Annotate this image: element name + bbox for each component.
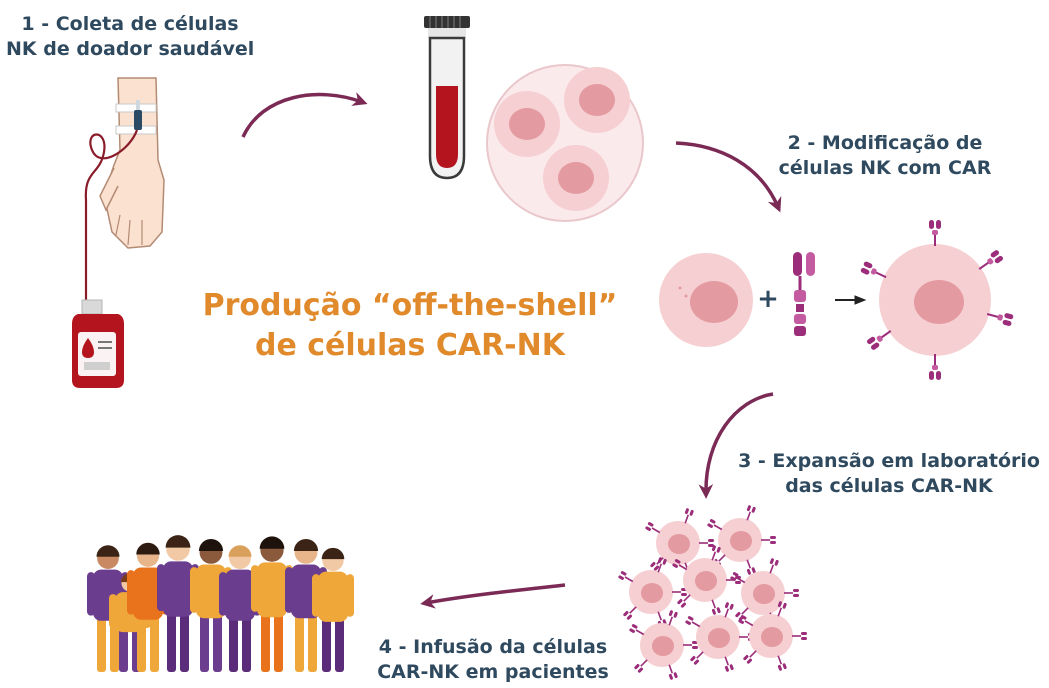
blood-draw-arm-icon (84, 77, 165, 310)
small-car-nk-cell-icon (671, 544, 742, 616)
small-car-nk-cell-icon (729, 557, 800, 629)
car-nk-cell-icon (858, 219, 1015, 381)
flow-arrow-3 (698, 392, 774, 499)
car-receptor-icon (793, 252, 815, 336)
small-car-nk-cell-icon (628, 609, 699, 681)
flow-arrow-1 (241, 92, 368, 138)
blood-bag-icon (72, 299, 124, 388)
nk-cell-icon (659, 253, 753, 347)
cell-culture-dish-icon (486, 64, 644, 222)
plus-symbol: + (757, 284, 779, 314)
flow-arrow-2 (675, 141, 782, 213)
blood-tube-icon (424, 16, 470, 180)
small-car-nk-cell-icon (684, 601, 755, 673)
small-car-nk-cell-icon (617, 556, 688, 628)
patients-group-icon (87, 535, 354, 672)
patient-figure-icon (190, 538, 232, 672)
patient-figure-icon (251, 536, 293, 672)
flow-arrow-4 (420, 583, 566, 609)
patient-figure-icon (312, 547, 354, 672)
small-car-nk-cell-icon (737, 600, 808, 672)
patient-figure-icon (157, 535, 199, 672)
small-car-nk-cell-icon (644, 507, 715, 579)
small-car-nk-cell-icon (706, 504, 777, 576)
expanded-cell-cluster-icon (617, 504, 808, 681)
center-title: Produção “off-the-shell”de células CAR-N… (202, 288, 618, 363)
